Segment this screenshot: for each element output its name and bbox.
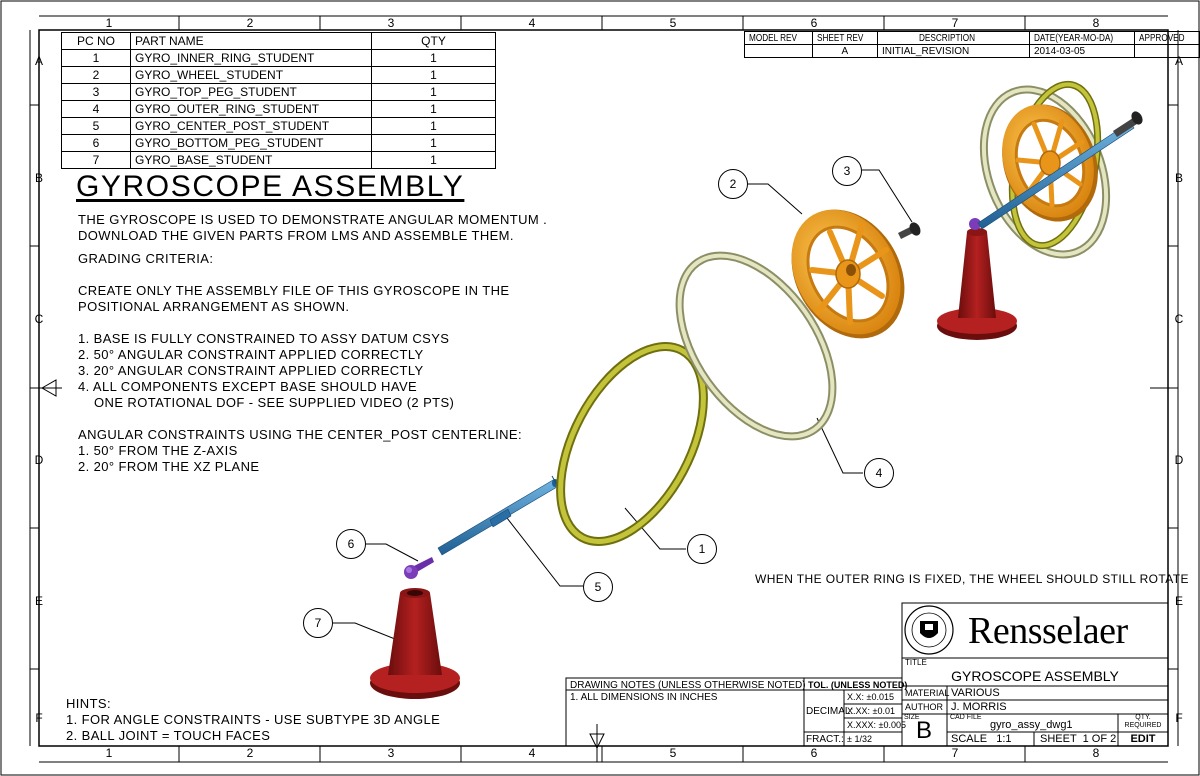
balloon-3: 3 bbox=[832, 156, 862, 186]
bom-header-qty: QTY bbox=[371, 32, 496, 50]
rev-header-approved: APPROVED bbox=[1139, 32, 1185, 44]
scale-value: SCALE 1:1 bbox=[951, 733, 1012, 745]
tolerance-xx: X.X: ±0.015 bbox=[847, 692, 894, 702]
rotation-note: WHEN THE OUTER RING IS FIXED, THE WHEEL … bbox=[755, 572, 1189, 586]
zone-col-4-bottom: 4 bbox=[528, 746, 536, 760]
company-logo-text: Rensselaer bbox=[968, 610, 1128, 652]
zone-row-a-right: A bbox=[1174, 54, 1183, 68]
sheet-value: SHEET 1 OF 2 bbox=[1040, 733, 1117, 745]
zone-row-c-right: C bbox=[1174, 312, 1184, 326]
inner-ring-part bbox=[556, 342, 708, 546]
top-peg-part bbox=[898, 222, 921, 239]
rev-model-rev bbox=[744, 44, 813, 58]
page-title: GYROSCOPE ASSEMBLY bbox=[76, 170, 465, 203]
bottom-peg-part bbox=[404, 557, 434, 579]
grading-criteria-note: GRADING CRITERIA: CREATE ONLY THE ASSEMB… bbox=[78, 251, 523, 474]
author-value: J. MORRIS bbox=[951, 701, 1007, 713]
zone-col-3-bottom: 3 bbox=[387, 746, 395, 760]
cad-file-value: gyro_assy_dwg1 bbox=[990, 719, 1073, 731]
edit-label: EDIT bbox=[1130, 733, 1156, 745]
hints-note: HINTS: 1. FOR ANGLE CONSTRAINTS - USE SU… bbox=[66, 696, 441, 743]
zone-row-e: E bbox=[34, 594, 43, 608]
zone-col-6-bottom: 6 bbox=[810, 746, 818, 760]
zone-row-f: F bbox=[35, 711, 43, 725]
tolerance-xxxx: X.XXX: ±0.005 bbox=[847, 720, 906, 730]
size-label: SIZE bbox=[904, 714, 920, 721]
balloon-1: 1 bbox=[687, 534, 717, 564]
zone-row-b-right: B bbox=[1174, 171, 1183, 185]
material-value: VARIOUS bbox=[951, 687, 1000, 699]
author-label: AUTHOR bbox=[905, 702, 943, 712]
balloon-4: 4 bbox=[864, 458, 894, 488]
tolerance-decimal-label: DECIMAL: bbox=[806, 706, 854, 717]
zone-col-1: 1 bbox=[105, 16, 113, 30]
revision-header-row: MODEL REV SHEET REV DESCRIPTION DATE(YEA… bbox=[744, 31, 1200, 45]
title-label: TITLE bbox=[905, 658, 927, 667]
bom-header-part-name: PART NAME bbox=[130, 32, 372, 50]
intro-note: THE GYROSCOPE IS USED TO DEMONSTRATE ANG… bbox=[78, 212, 548, 243]
zone-row-f-right: F bbox=[1175, 711, 1183, 725]
drawing-notes-line-1: 1. ALL DIMENSIONS IN INCHES bbox=[570, 692, 718, 703]
balloon-6: 6 bbox=[336, 529, 366, 559]
zone-row-d: D bbox=[34, 453, 44, 467]
assembled-gyroscope bbox=[937, 80, 1143, 340]
balloon-5: 5 bbox=[583, 572, 613, 602]
bom-header-pc-no: PC NO bbox=[61, 32, 131, 50]
bom-qty: 1 bbox=[371, 83, 496, 101]
cad-file-label: CAD FILE bbox=[950, 714, 982, 721]
bom-part-name: GYRO_BOTTOM_PEG_STUDENT bbox=[130, 134, 372, 152]
tolerance-fract-label: FRACT.: bbox=[806, 734, 844, 745]
base-part bbox=[370, 588, 460, 699]
bom-qty: 1 bbox=[371, 151, 496, 169]
zone-col-7-bottom: 7 bbox=[951, 746, 959, 760]
zone-row-b: B bbox=[34, 171, 43, 185]
rev-header-description: DESCRIPTION bbox=[919, 32, 976, 44]
title-value: GYROSCOPE ASSEMBLY bbox=[951, 668, 1119, 684]
tolerance-header: TOL. (UNLESS NOTED) bbox=[808, 680, 908, 690]
wheel-part bbox=[791, 209, 905, 339]
rev-header-date: DATE(YEAR-MO-DA) bbox=[1033, 32, 1114, 44]
drawing-notes-header: DRAWING NOTES (UNLESS OTHERWISE NOTED) bbox=[570, 680, 806, 691]
table-row: A INITIAL_REVISION 2014-03-05 bbox=[744, 44, 1200, 58]
tolerance-fract-value: ± 1/32 bbox=[847, 734, 872, 744]
zone-row-a: A bbox=[34, 54, 43, 68]
zone-col-4: 4 bbox=[528, 16, 536, 30]
outer-ring-part bbox=[675, 251, 837, 441]
zone-col-1-bottom: 1 bbox=[105, 746, 113, 760]
zone-row-c: C bbox=[34, 312, 44, 326]
material-label: MATERIAL bbox=[905, 688, 950, 698]
zone-row-d-right: D bbox=[1174, 453, 1184, 467]
rev-header-sheet-rev: SHEET REV bbox=[816, 32, 863, 44]
zone-col-5: 5 bbox=[669, 16, 677, 30]
bom-header-row: PC NO PART NAME QTY bbox=[61, 32, 496, 50]
balloon-2: 2 bbox=[718, 169, 748, 199]
zone-col-2: 2 bbox=[246, 16, 254, 30]
zone-row-e-right: E bbox=[1174, 594, 1183, 608]
zone-col-7: 7 bbox=[951, 16, 959, 30]
rev-header-model-rev: MODEL REV bbox=[749, 32, 797, 44]
rev-date: 2014-03-05 bbox=[1028, 44, 1136, 58]
zone-col-2-bottom: 2 bbox=[246, 746, 254, 760]
zone-col-3: 3 bbox=[387, 16, 395, 30]
zone-col-8-bottom: 8 bbox=[1092, 746, 1100, 760]
tolerance-xxx: X.XX: ±0.01 bbox=[847, 706, 895, 716]
rev-approved bbox=[1134, 44, 1200, 58]
size-value: B bbox=[916, 717, 933, 744]
zone-col-6: 6 bbox=[810, 16, 818, 30]
balloon-7: 7 bbox=[303, 608, 333, 638]
qty-required-label: QTY. REQUIRED bbox=[1124, 714, 1162, 729]
bom-part-name: GYRO_BASE_STUDENT bbox=[130, 151, 372, 169]
rensselaer-seal-icon bbox=[904, 605, 954, 655]
revision-table: MODEL REV SHEET REV DESCRIPTION DATE(YEA… bbox=[744, 31, 1200, 58]
zone-col-5-bottom: 5 bbox=[669, 746, 677, 760]
zone-col-8: 8 bbox=[1092, 16, 1100, 30]
